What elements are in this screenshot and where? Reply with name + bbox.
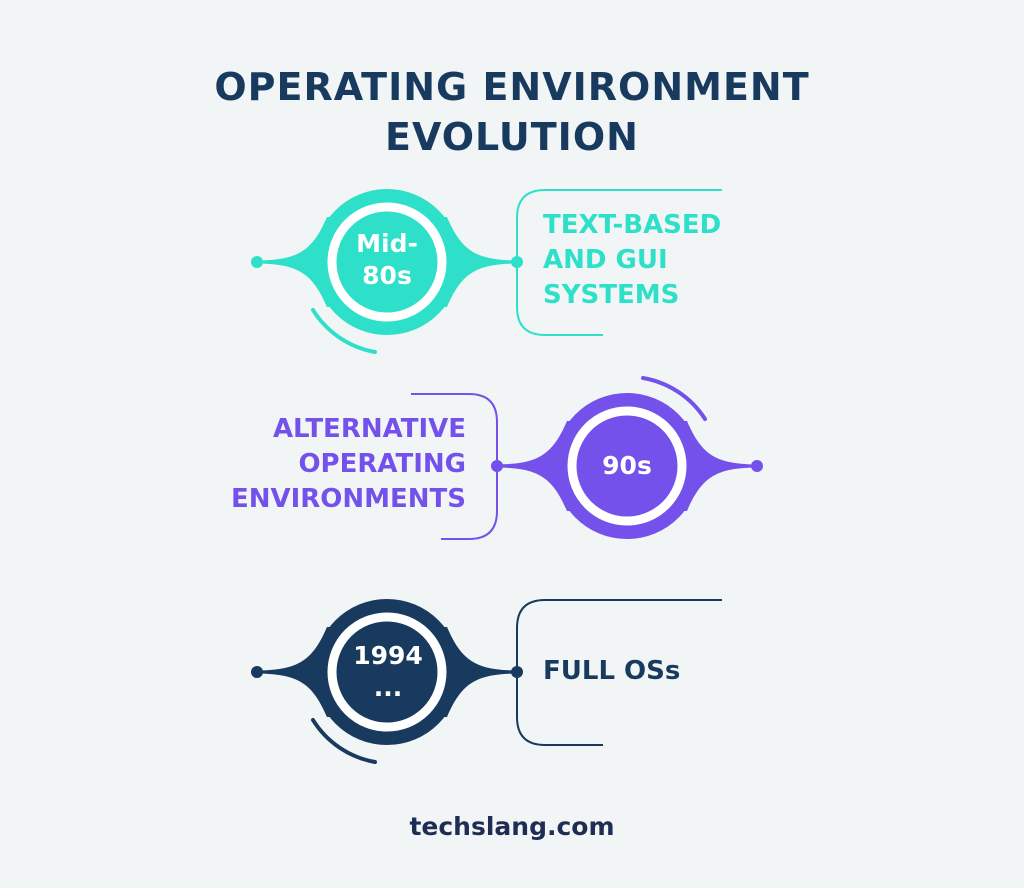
period-line: 1994 [353,641,423,670]
label-line: OPERATING [298,449,466,479]
page-title: OPERATING ENVIRONMENT EVOLUTION [0,62,1024,162]
period-mid-80s: Mid- 80s [337,228,437,292]
footer-brand: techslang.com [409,812,615,841]
period-1994: 1994 ... [338,640,438,704]
label-line: FULL OSs [543,656,681,686]
node-ring [327,612,447,732]
period-line: 80s [362,261,412,290]
title-line-2: EVOLUTION [385,115,639,159]
connector-dot [251,256,263,268]
milestone-label-text-gui: TEXT-BASED AND GUI SYSTEMS [543,208,721,313]
decorative-arc [311,308,377,354]
decorative-arc [641,376,707,421]
label-bracket [411,393,498,540]
label-line: SYSTEMS [543,280,680,310]
connector-dot [251,666,263,678]
decorative-arc [311,718,377,764]
label-line: TEXT-BASED [543,210,722,240]
period-line: 90s [602,451,652,480]
node-ring [567,406,687,526]
label-line: ALTERNATIVE [272,414,466,444]
label-line: ENVIRONMENTS [230,484,466,514]
period-90s: 90s [577,450,677,482]
connector-dot [751,460,763,472]
node-ring [327,202,447,322]
title-line-1: OPERATING ENVIRONMENT [214,65,810,109]
label-bracket [516,599,603,746]
label-bracket [516,189,603,336]
period-line: Mid- [356,229,418,258]
milestone-label-full-os: FULL OSs [543,654,680,689]
period-line: ... [373,673,403,702]
milestone-label-alternative: ALTERNATIVE OPERATING ENVIRONMENTS [231,412,466,517]
label-line: AND GUI [543,245,668,275]
